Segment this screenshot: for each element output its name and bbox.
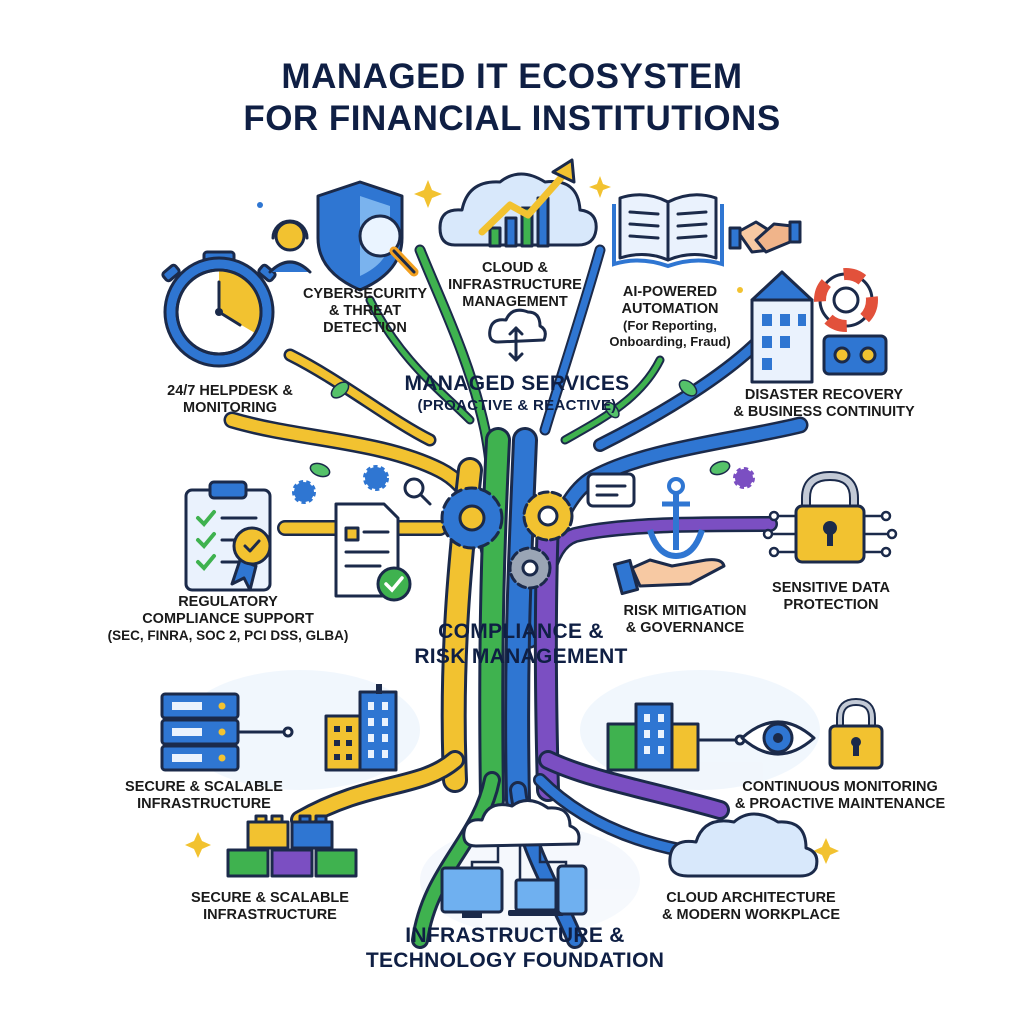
secure-infrastructure-label-2: SECURE & SCALABLE INFRASTRUCTURE xyxy=(170,890,370,924)
ai-automation-label-line-2: AUTOMATION xyxy=(621,301,719,318)
document-check-icon xyxy=(334,502,412,602)
regulatory-compliance-label: REGULATORY COMPLIANCE SUPPORT (SEC, FINR… xyxy=(78,594,378,644)
tree-branches xyxy=(223,244,809,949)
decorative-leaves xyxy=(309,379,731,478)
managed-services-heading-line-1: MANAGED SERVICES xyxy=(404,372,630,395)
secure-infra-1-line-2: INFRASTRUCTURE xyxy=(137,796,271,813)
disaster-recovery-label-line-1: DISASTER RECOVERY xyxy=(744,387,904,403)
compliance-heading-line-2: RISK MANAGEMENT xyxy=(414,644,628,668)
disaster-recovery-label-line-2: & BUSINESS CONTINUITY xyxy=(733,404,915,421)
title-line-2: FOR FINANCIAL INSTITUTIONS xyxy=(243,99,781,138)
city-buildings-right-icon xyxy=(606,702,746,772)
cloud-icon xyxy=(668,812,819,878)
cloud-management-label-line-3: MANAGEMENT xyxy=(462,294,568,311)
helpdesk-label-line-1: 24/7 HELPDESK & xyxy=(167,383,293,399)
managed-services-heading: MANAGED SERVICES (PROACTIVE & REACTIVE) xyxy=(372,372,662,414)
clipboard-badge-icon xyxy=(184,480,272,592)
regulatory-label-line-2: COMPLIANCE SUPPORT xyxy=(142,611,314,628)
ai-automation-label-line-3: (For Reporting, xyxy=(623,318,717,334)
cloud-architecture-label: CLOUD ARCHITECTURE & MODERN WORKPLACE xyxy=(646,890,856,924)
sensitive-data-label-line-1: SENSITIVE DATA xyxy=(772,580,890,596)
cybersecurity-label: CYBERSECURITY & THREAT DETECTION xyxy=(290,286,440,337)
infrastructure-heading: INFRASTRUCTURE & TECHNOLOGY FOUNDATION xyxy=(340,924,690,974)
open-book-icon xyxy=(612,193,724,269)
secure-infra-1-line-1: SECURE & SCALABLE xyxy=(125,779,283,795)
sparkle-icons xyxy=(185,176,839,864)
continuous-monitoring-line-2: & PROACTIVE MAINTENANCE xyxy=(734,796,946,813)
risk-mitigation-label-line-2: & GOVERNANCE xyxy=(625,620,745,637)
disaster-recovery-label: DISASTER RECOVERY & BUSINESS CONTINUITY xyxy=(714,387,934,421)
shield-magnifier-icon xyxy=(316,180,419,292)
server-rack-icon xyxy=(160,692,294,772)
cloud-sync-icon xyxy=(488,308,547,362)
cloud-architecture-line-2: & MODERN WORKPLACE xyxy=(661,907,841,924)
secure-infra-2-line-1: SECURE & SCALABLE xyxy=(191,890,349,906)
handshake-icon xyxy=(728,220,802,254)
helpdesk-label-line-2: MONITORING xyxy=(183,400,277,417)
cloud-architecture-line-1: CLOUD ARCHITECTURE xyxy=(666,890,836,906)
building-lifebuoy-icon xyxy=(750,268,888,384)
chat-bubble-icon xyxy=(586,472,636,508)
secure-infra-2-line-2: INFRASTRUCTURE xyxy=(203,907,337,924)
compliance-heading-line-1: COMPLIANCE & xyxy=(438,620,604,643)
ai-automation-label: AI-POWERED AUTOMATION (For Reporting, On… xyxy=(590,284,750,349)
cloud-growth-chart-icon xyxy=(438,158,598,248)
secure-infrastructure-label-1: SECURE & SCALABLE INFRASTRUCTURE xyxy=(104,779,304,813)
headset-agent-icon xyxy=(268,219,312,274)
sensitive-data-label: SENSITIVE DATA PROTECTION xyxy=(756,580,906,614)
gear-icons xyxy=(292,465,755,590)
stopwatch-icon xyxy=(161,250,277,368)
cybersecurity-label-line-2: & THREAT xyxy=(328,303,402,320)
cloud-management-label-line-2: INFRASTRUCTURE xyxy=(448,277,582,294)
infrastructure-heading-line-2: TECHNOLOGY FOUNDATION xyxy=(365,948,665,972)
ai-automation-label-line-4: Onboarding, Fraud) xyxy=(609,333,731,349)
cybersecurity-label-line-3: DETECTION xyxy=(323,320,407,337)
risk-mitigation-label: RISK MITIGATION & GOVERNANCE xyxy=(600,603,770,637)
cloud-management-label-line-1: CLOUD & xyxy=(481,260,549,276)
infrastructure-heading-line-1: INFRASTRUCTURE & xyxy=(405,924,625,947)
regulatory-label-line-3: (SEC, FINRA, SOC 2, PCI DSS, GLBA) xyxy=(107,628,349,644)
circuit-lock-icon xyxy=(762,470,898,564)
cybersecurity-label-line-1: CYBERSECURITY xyxy=(302,286,428,302)
anchor-hand-icon xyxy=(612,477,726,596)
city-buildings-icon xyxy=(324,684,398,772)
cloud-devices-icon xyxy=(440,799,588,918)
ai-automation-label-line-1: AI-POWERED xyxy=(622,284,718,300)
continuous-monitoring-line-1: CONTINUOUS MONITORING xyxy=(742,779,938,795)
compliance-heading: COMPLIANCE & RISK MANAGEMENT xyxy=(376,620,666,670)
page-title: MANAGED IT ECOSYSTEM FOR FINANCIAL INSTI… xyxy=(0,56,1024,140)
risk-mitigation-label-line-1: RISK MITIGATION xyxy=(623,603,747,619)
managed-services-heading-line-2: (PROACTIVE & REACTIVE) xyxy=(417,396,617,414)
continuous-monitoring-label: CONTINUOUS MONITORING & PROACTIVE MAINTE… xyxy=(720,779,960,813)
building-blocks-icon xyxy=(226,814,358,878)
sensitive-data-label-line-2: PROTECTION xyxy=(783,597,879,614)
cloud-management-label: CLOUD & INFRASTRUCTURE MANAGEMENT xyxy=(430,260,600,311)
title-line-1: MANAGED IT ECOSYSTEM xyxy=(281,57,743,96)
helpdesk-label: 24/7 HELPDESK & MONITORING xyxy=(130,383,330,417)
eye-lock-icon xyxy=(740,697,884,770)
regulatory-label-line-1: REGULATORY xyxy=(178,594,278,610)
